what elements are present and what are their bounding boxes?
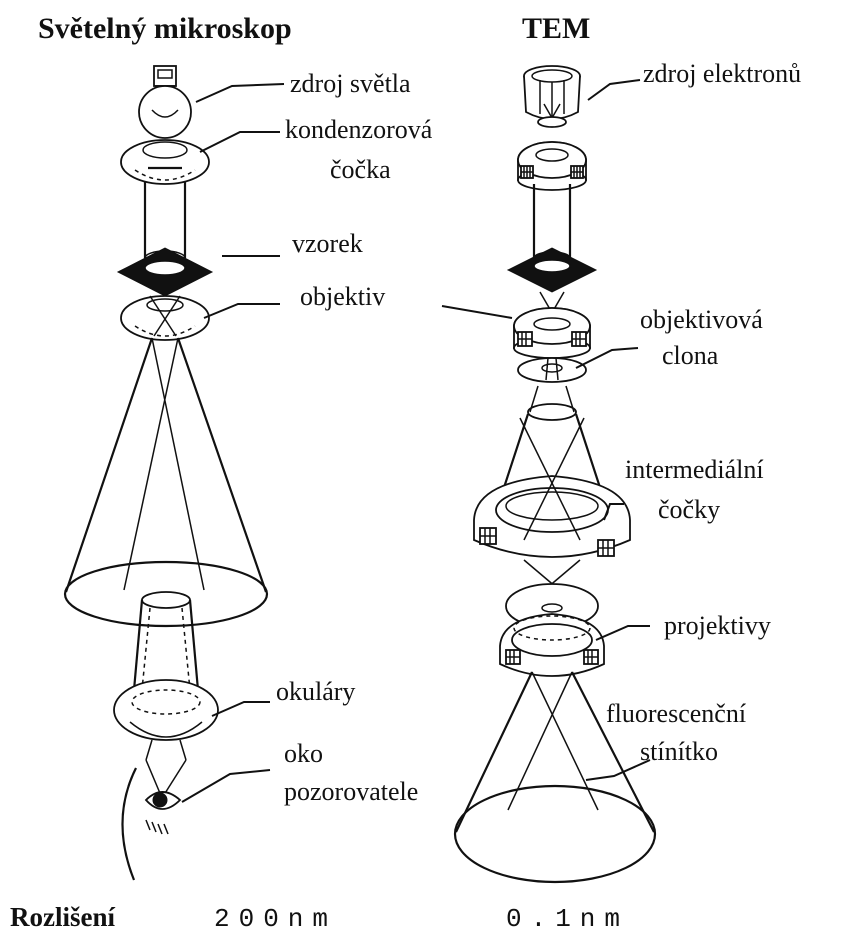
tem-specimen-plate [508, 248, 596, 292]
light-eyepiece-tube [134, 592, 198, 690]
label-intermediate-line1: intermediální [625, 455, 764, 484]
tem-intermediate-lenses [474, 386, 630, 604]
label-objective: objektiv [300, 282, 385, 311]
tem-projector-lenses [500, 584, 604, 676]
label-eyepieces: okuláry [276, 677, 355, 706]
light-microscope-column [65, 66, 267, 880]
title-tem: TEM [522, 12, 590, 45]
light-eyepiece-lenses [114, 680, 218, 760]
observer-eye [122, 760, 186, 880]
resolution-tem-value: 0.1nm [506, 904, 629, 934]
label-screen-line2: stínítko [640, 737, 718, 766]
label-eye-line2: pozorovatele [284, 777, 418, 806]
label-condenser-line1: kondenzorová [285, 115, 433, 144]
light-bulb [139, 66, 191, 138]
label-projectors: projektivy [664, 611, 771, 640]
label-condenser-line2: čočka [330, 155, 391, 184]
light-image-cone [65, 338, 267, 626]
resolution-light-value: 200nm [214, 904, 337, 934]
label-intermediate-line2: čočky [658, 495, 720, 524]
label-objective-aperture-line2: clona [662, 341, 719, 370]
label-objective-aperture-line1: objektivová [640, 305, 763, 334]
label-electron-source: zdroj elektronů [643, 59, 801, 88]
light-condenser-lens [121, 140, 209, 184]
label-eye-line1: oko [284, 739, 323, 768]
resolution-heading: Rozlišení [10, 902, 115, 932]
tem-objective-lens [514, 292, 590, 358]
light-specimen-plate [118, 248, 212, 296]
light-objective-lens [121, 296, 209, 340]
label-light-source: zdroj světla [290, 69, 411, 98]
tem-condenser-lens [518, 142, 586, 190]
label-specimen: vzorek [292, 229, 363, 258]
title-light-microscope: Světelný mikroskop [38, 12, 292, 45]
electron-gun [524, 66, 580, 127]
label-screen-line1: fluorescenční [606, 699, 746, 728]
tem-objective-aperture [518, 358, 586, 382]
